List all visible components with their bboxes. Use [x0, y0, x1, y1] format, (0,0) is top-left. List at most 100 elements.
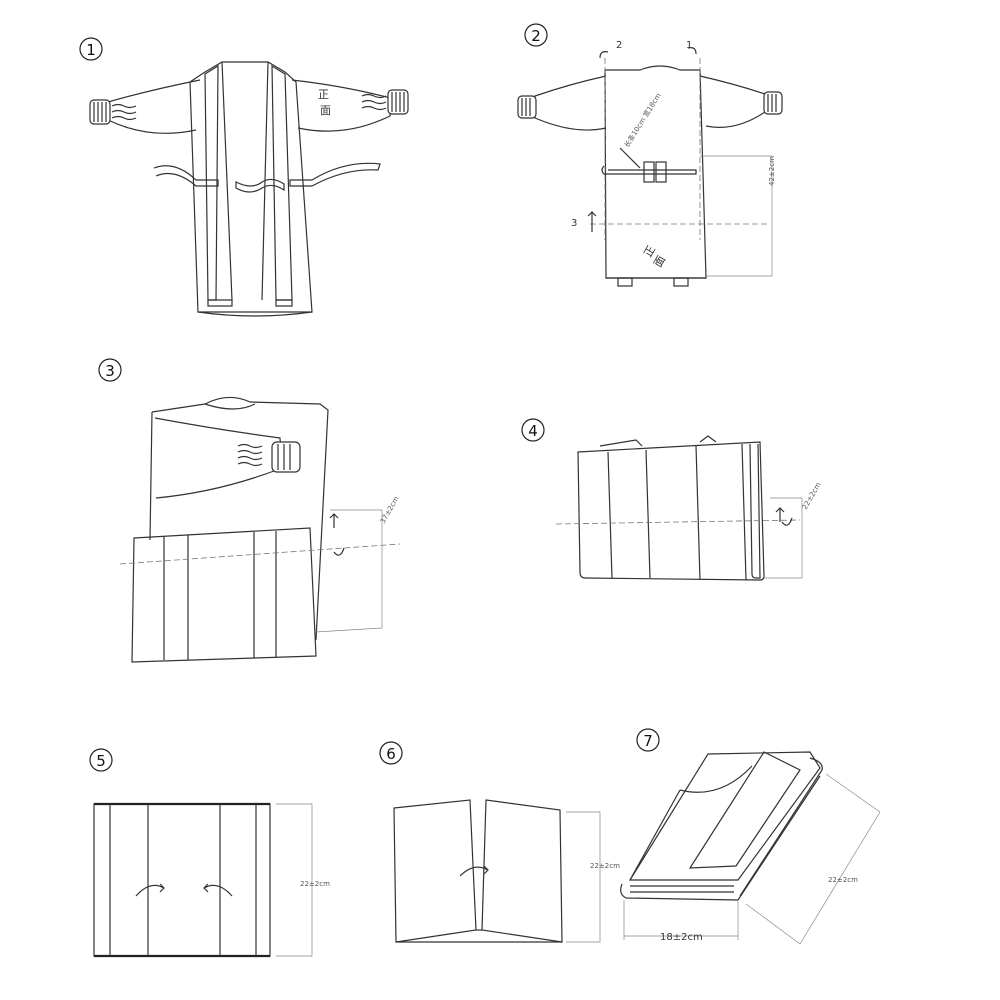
step-4-fold-line: [555, 519, 801, 525]
left-sleeve: [107, 79, 201, 134]
step-5: 5 22±2cm: [89, 748, 330, 958]
left-cuff-ribs: [93, 102, 107, 122]
flat-panel-lines: [109, 804, 257, 956]
step-3-number: 3: [105, 362, 115, 380]
step-6-dim-text: 22±2cm: [590, 862, 620, 870]
front-label-2: 面: [320, 104, 331, 117]
folded-sleeve: [154, 417, 283, 499]
tie-tag-2: [655, 161, 667, 183]
step-7-diag-dim-text: 22±2cm: [828, 876, 858, 884]
step-5-dim-text: 22±2cm: [300, 880, 330, 888]
back-right-sleeve: [699, 75, 766, 128]
left-cuff: [89, 99, 111, 125]
package-curve: [679, 765, 753, 793]
bundle-top-flap-2: [699, 435, 717, 443]
step-5-dim-lines: [276, 803, 313, 957]
left-front-edge: [221, 61, 233, 301]
step-3-fold-line: [119, 543, 401, 565]
step-5-arrow-right: [203, 883, 233, 897]
step-7: 7 18±2cm 22±2cm: [620, 728, 881, 945]
left-hem-fold: [207, 299, 233, 307]
folded-cuff-elastic: [237, 443, 263, 467]
package-layers: [630, 885, 734, 893]
right-foot-tab: [673, 277, 689, 287]
tie-tag-1: [643, 161, 655, 183]
folded-cuff: [271, 441, 301, 473]
fold-marker-2: 2: [616, 40, 622, 51]
folded-panel-lines: [163, 531, 277, 660]
fold-arrow-2: [599, 51, 609, 59]
step-6-arrow: [459, 865, 489, 877]
fold-marker-1: 1: [686, 40, 692, 51]
package-flap: [688, 751, 801, 869]
step-4-arrow-up: [775, 507, 785, 522]
step-1-badge: [79, 37, 103, 61]
step-2-dim-lines: [700, 155, 773, 277]
step-7-number: 7: [643, 732, 653, 750]
step-7-bottom-dim-text: 18±2cm: [660, 932, 703, 943]
tie-leader: [619, 147, 641, 169]
fold-arrow-3: [587, 211, 597, 232]
folded-cuff-ribs: [277, 444, 291, 470]
step-3-arrow-curl: [333, 547, 345, 556]
right-hem-fold: [275, 299, 293, 307]
tie-dimension: 长条10cm 宽18cm: [622, 91, 663, 149]
right-cuff: [387, 89, 409, 115]
back-tie: [601, 165, 697, 175]
step-3: 3 37±2cm: [98, 358, 401, 663]
left-lapel: [204, 64, 219, 301]
back-left-cuff: [517, 95, 537, 119]
step-3-badge: [98, 358, 122, 382]
step-3-arrow-up: [329, 513, 339, 528]
step-7-bottom-dim-lines: [623, 900, 739, 940]
step-2-badge: [524, 23, 548, 47]
right-cuff-elastic: [361, 93, 387, 111]
fold-marker-3: 3: [571, 218, 577, 229]
bundle-side-fold: [749, 443, 761, 579]
left-belt: [153, 165, 219, 187]
folded-lower-panel: [131, 527, 317, 663]
folded-upper: [151, 396, 329, 641]
fold-arrow-1: [687, 47, 697, 55]
gown-back-body: [604, 65, 707, 279]
step-5-arrow-left: [135, 883, 165, 897]
step-7-diag-dim-lines: [745, 773, 881, 945]
folded-bundle: [577, 441, 765, 581]
package-side-edge: [739, 757, 823, 897]
back-left-sleeve: [534, 75, 607, 131]
right-cuff-ribs: [391, 92, 405, 112]
book-left-leaf: [393, 799, 477, 943]
package-top-face: [628, 751, 821, 881]
center-belt: [235, 178, 285, 193]
folded-collar: [204, 403, 256, 410]
step-7-badge: [636, 728, 660, 752]
step-6-dim-lines: [566, 811, 601, 943]
package-front-edge: [620, 775, 821, 901]
gown-hem: [197, 311, 313, 317]
step-5-badge: [89, 748, 113, 772]
step-4-dim-text: 22±2cm: [801, 481, 823, 511]
step-6-number: 6: [386, 745, 396, 763]
back-right-cuff: [763, 91, 783, 115]
step-4: 4 22±2cm: [521, 418, 823, 581]
left-foot-tab: [617, 277, 633, 287]
bundle-top-flap-1: [599, 439, 643, 447]
right-sleeve: [291, 79, 391, 132]
step-2-number: 2: [531, 27, 541, 45]
step-4-badge: [521, 418, 545, 442]
bundle-fold-lines: [607, 443, 747, 581]
step-6: 6 22±2cm: [379, 741, 620, 943]
book-right-leaf: [481, 799, 563, 943]
step-2-dim-text: 42±2cm: [768, 156, 776, 186]
step-1-number: 1: [86, 41, 96, 59]
front-label-1: 正: [318, 88, 329, 101]
step-4-arrow-curl: [781, 517, 793, 526]
back-right-cuff-ribs: [767, 94, 777, 112]
step-4-dim-lines: [764, 497, 803, 579]
step-3-dim-lines: [315, 509, 383, 633]
step-4-number: 4: [528, 422, 538, 440]
step-2: 2 2 1 3 长条10cm 宽18cm 42±2cm 正 面: [517, 23, 783, 287]
right-belt: [289, 162, 381, 187]
step-6-badge: [379, 741, 403, 765]
